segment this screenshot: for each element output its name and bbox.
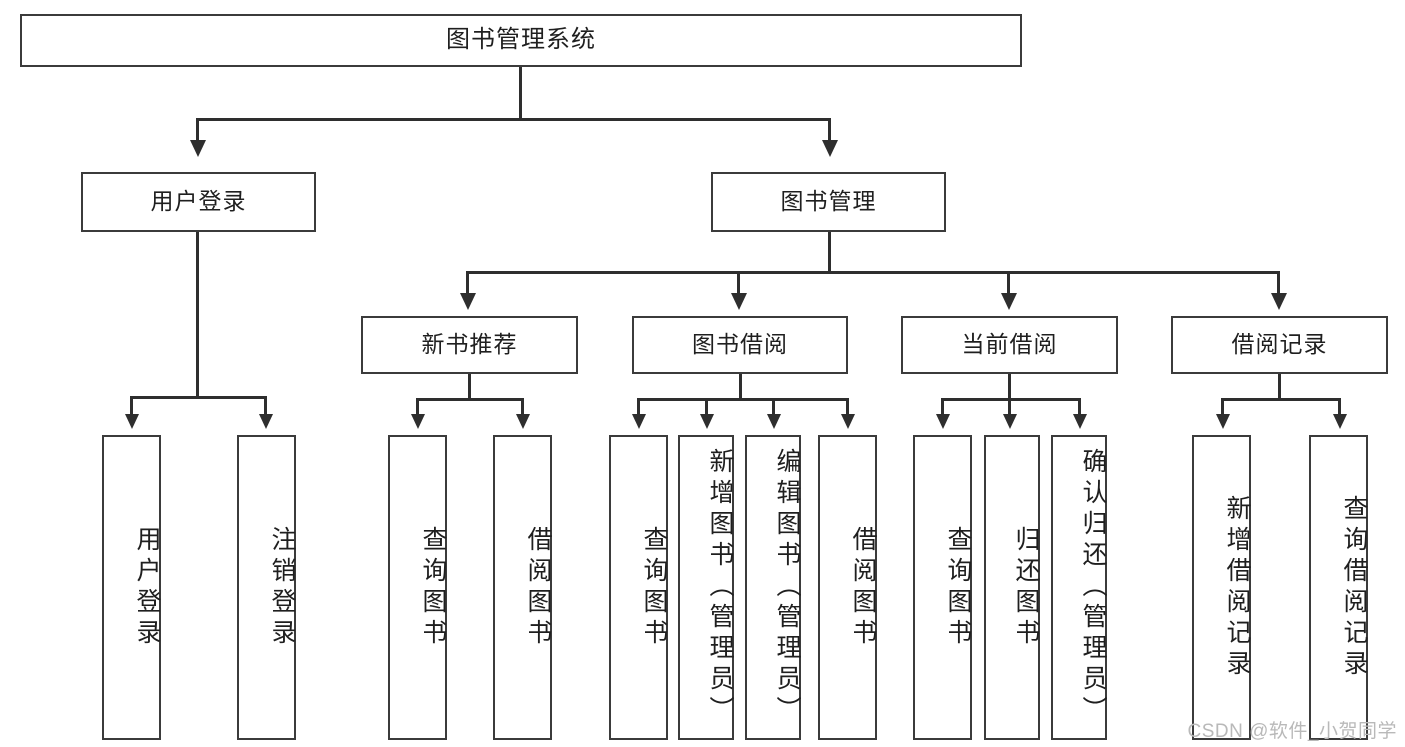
node-label: 用户登录 [150,188,247,215]
node-label: 图书管理 [780,188,877,215]
node-label: 确认归还（管理员） [1079,448,1107,727]
arrow-new-book-to-borrow [516,414,530,429]
node-leaf-query-book-current[interactable]: 查询图书 [913,435,972,740]
edge-new-book-stem [468,374,471,400]
arrow-current-borrow-to-query [936,414,950,429]
edge-book-manage-to-current [1007,271,1010,297]
node-label: 借阅记录 [1231,331,1328,358]
edge-new-book-to-query [416,398,419,418]
edge-book-borrow-to-query [637,398,640,418]
node-leaf-confirm-return[interactable]: 确认归还（管理员） [1051,435,1107,740]
edge-user-login-to-logout [264,396,267,418]
node-label: 新增图书（管理员） [706,448,734,727]
node-label: 归还图书 [1012,525,1040,650]
edge-new-book-bus [416,398,524,401]
node-new-book-recommend[interactable]: 新书推荐 [361,316,578,374]
node-current-borrow[interactable]: 当前借阅 [901,316,1118,374]
node-label: 借阅图书 [849,525,877,650]
node-leaf-borrow-book-recommend[interactable]: 借阅图书 [493,435,552,740]
node-leaf-query-book-borrow[interactable]: 查询图书 [609,435,668,740]
node-leaf-add-book[interactable]: 新增图书（管理员） [678,435,734,740]
arrow-new-book-to-query [411,414,425,429]
edge-user-login-stem [196,232,199,399]
node-label: 新增借阅记录 [1223,494,1251,681]
arrow-borrow-record-to-add [1216,414,1230,429]
arrow-borrow-record-to-query [1333,414,1347,429]
edge-current-borrow-to-return [1008,398,1011,418]
arrow-current-borrow-to-return [1003,414,1017,429]
node-leaf-query-book-recommend[interactable]: 查询图书 [388,435,447,740]
edge-user-login-to-login [130,396,133,418]
node-label: 借阅图书 [524,525,552,650]
edge-borrow-record-bus [1221,398,1341,401]
edge-new-book-to-borrow [521,398,524,418]
arrow-book-borrow-to-add [700,414,714,429]
node-label: 查询图书 [944,525,972,650]
node-label: 查询图书 [640,525,668,650]
arrow-user-login-to-login [125,414,139,429]
edge-book-manage-to-new-book [466,271,469,297]
node-book-manage[interactable]: 图书管理 [711,172,946,232]
arrow-user-login-to-logout [259,414,273,429]
node-label: 查询图书 [419,525,447,650]
edge-book-manage-bus [466,271,1280,274]
edge-book-borrow-to-borrow [846,398,849,418]
edge-book-borrow-bus [637,398,849,401]
arrow-current-borrow-to-confirm [1073,414,1087,429]
edge-root-to-book-manage [828,118,831,144]
node-label: 当前借阅 [961,331,1058,358]
node-leaf-edit-book[interactable]: 编辑图书（管理员） [745,435,801,740]
node-root-system[interactable]: 图书管理系统 [20,14,1022,67]
node-leaf-logout[interactable]: 注销登录 [237,435,296,740]
node-leaf-user-login[interactable]: 用户登录 [102,435,161,740]
node-label: 新书推荐 [421,331,518,358]
node-label: 注销登录 [268,525,296,650]
edge-current-borrow-to-confirm [1078,398,1081,418]
edge-borrow-record-to-query [1338,398,1341,418]
arrow-root-to-user-login [190,140,206,157]
edge-book-manage-to-borrow [737,271,740,297]
arrow-book-borrow-to-edit [767,414,781,429]
edge-root-bus [196,118,831,121]
node-leaf-borrow-book[interactable]: 借阅图书 [818,435,877,740]
edge-current-borrow-bus [941,398,1081,401]
node-leaf-add-borrow-record[interactable]: 新增借阅记录 [1192,435,1251,740]
edge-book-borrow-to-add [705,398,708,418]
arrow-book-manage-to-current [1001,293,1017,310]
node-book-borrow[interactable]: 图书借阅 [632,316,848,374]
arrow-book-borrow-to-query [632,414,646,429]
node-label: 图书管理系统 [446,26,596,54]
edge-borrow-record-stem [1278,374,1281,400]
arrow-book-borrow-to-borrow [841,414,855,429]
node-label: 查询借阅记录 [1340,494,1368,681]
arrow-book-manage-to-record [1271,293,1287,310]
edge-book-manage-to-record [1277,271,1280,297]
node-leaf-query-borrow-record[interactable]: 查询借阅记录 [1309,435,1368,740]
edge-current-borrow-to-query [941,398,944,418]
edge-current-borrow-stem [1008,374,1011,400]
edge-borrow-record-to-add [1221,398,1224,418]
arrow-root-to-book-manage [822,140,838,157]
node-user-login[interactable]: 用户登录 [81,172,316,232]
edge-root-to-user-login [196,118,199,144]
watermark-text: CSDN @软件_小贺同学 [1187,721,1397,742]
edge-root-stem [519,67,522,120]
edge-user-login-bus [130,396,267,399]
edge-book-manage-stem [828,232,831,274]
node-label: 用户登录 [133,525,161,650]
node-label: 编辑图书（管理员） [773,448,801,727]
arrow-book-manage-to-borrow [731,293,747,310]
node-label: 图书借阅 [692,331,788,358]
node-borrow-record[interactable]: 借阅记录 [1171,316,1388,374]
node-leaf-return-book[interactable]: 归还图书 [984,435,1040,740]
arrow-book-manage-to-new-book [460,293,476,310]
edge-book-borrow-to-edit [772,398,775,418]
edge-book-borrow-stem [739,374,742,400]
